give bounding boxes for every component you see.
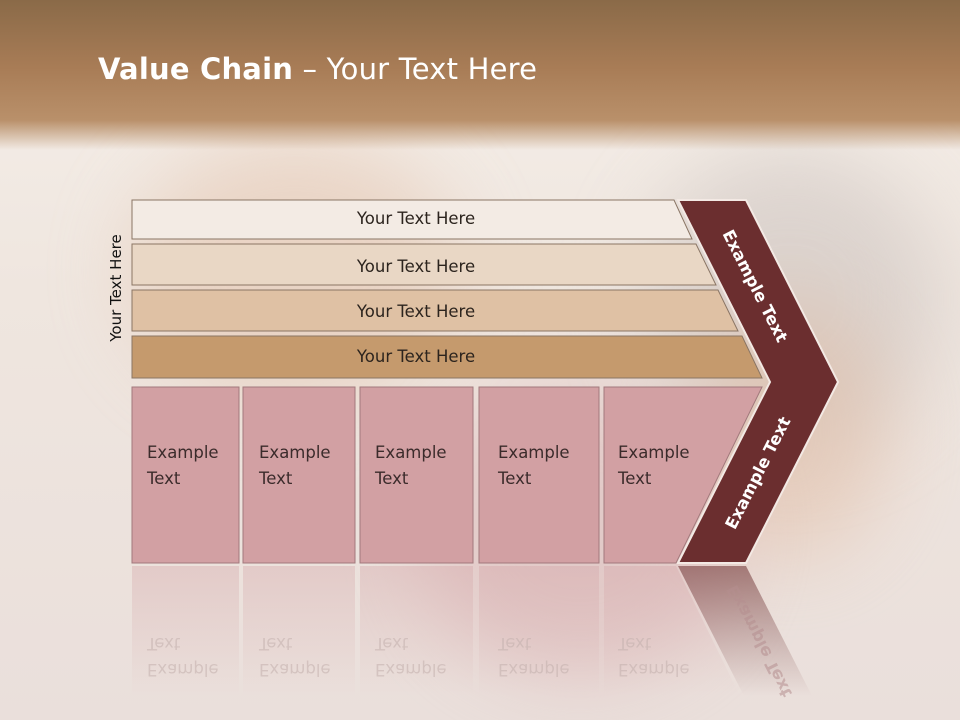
bar-2-label: Your Text Here: [356, 257, 476, 276]
bar-3: [131, 289, 739, 332]
chevron-arrow: [676, 199, 840, 564]
header-band: [0, 0, 960, 150]
cell-2-label: Example Text: [259, 443, 331, 488]
reflection: [132, 566, 812, 696]
cell-4-label: Example Text: [498, 443, 570, 488]
bar-1: [131, 199, 693, 240]
cell-1: [131, 386, 240, 564]
bar-3-label: Your Text Here: [356, 302, 476, 321]
cell-4-reflection: Example Text: [498, 634, 570, 679]
cell-3-label: Example Text: [375, 443, 447, 488]
cell-4: [478, 386, 600, 564]
cell-3-reflection: Example Text: [375, 634, 447, 679]
bar-1-label: Your Text Here: [356, 209, 476, 228]
cell-5-label: Example Text: [618, 443, 690, 488]
cell-1-label: Example Text: [147, 443, 219, 488]
cell-2: [242, 386, 356, 564]
slide-title: Value Chain – Your Text Here: [98, 52, 538, 86]
bar-2: [131, 243, 717, 286]
cell-2-reflection: Example Text: [259, 634, 331, 679]
bar-4-label: Your Text Here: [356, 347, 476, 366]
cell-3: [359, 386, 474, 564]
cell-1-reflection: Example Text: [147, 634, 219, 679]
cell-5: [603, 386, 763, 564]
cell-5-reflection: Example Text: [618, 634, 690, 679]
bar-4: [131, 335, 763, 379]
